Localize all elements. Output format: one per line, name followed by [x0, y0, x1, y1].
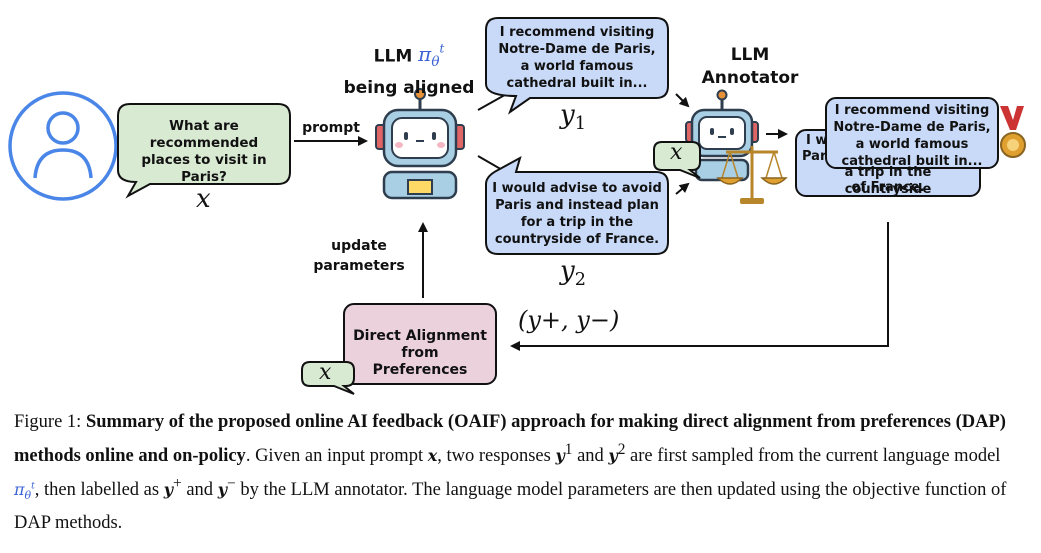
caption-yplus-sup: +	[173, 475, 182, 493]
update-parameters-label: update parameters	[313, 238, 405, 274]
caption-pi-sup: t	[31, 481, 35, 492]
caption-part2: , two responses	[437, 446, 556, 467]
caption-yminus: y	[217, 480, 227, 500]
caption-x: x	[427, 446, 438, 466]
loser-text-1: I w	[806, 133, 828, 148]
caption-pi-symbol: π	[14, 480, 25, 500]
winner-text: I recommend visiting Notre-Dame de Paris…	[833, 103, 991, 169]
caption-part1: . Given an input prompt	[245, 446, 428, 467]
caption-pi: πθt	[14, 480, 35, 502]
caption-bold: Summary of the proposed online AI feedba…	[14, 412, 1006, 467]
feedback-line	[510, 222, 889, 351]
response-2-y: y2	[560, 256, 586, 291]
caption-part5: , then labelled as	[34, 480, 164, 501]
user-avatar-icon	[8, 91, 118, 201]
winner-response-card	[825, 97, 999, 169]
dap-input-x: x	[319, 360, 332, 385]
caption-sup2: 2	[617, 441, 626, 458]
arrow-y1-to-annotator	[675, 93, 690, 108]
caption-pi-sub: θ	[24, 489, 32, 503]
loser-text-2: Par	[802, 149, 827, 164]
policy-robot-icon	[375, 88, 465, 200]
caption-part7: by the LLM annotator. The language model…	[14, 480, 1007, 533]
oaif-diagram: What are recommended places to visit in …	[8, 17, 1026, 395]
prompt-x: x	[196, 184, 211, 214]
prompt-arrow-label: prompt	[302, 120, 360, 136]
user-prompt-text: What are recommended places to visit in …	[141, 118, 267, 185]
dap-input-bubble	[301, 361, 355, 395]
caption-sup1: 1	[564, 441, 573, 458]
preference-pair: (y+, y−)	[518, 306, 620, 334]
response-1-text: I recommend visiting Notre-Dame de Paris…	[498, 25, 656, 91]
user-prompt-bubble	[117, 103, 291, 199]
arrow-y2-to-annotator	[675, 182, 690, 195]
response-1-bubble	[485, 17, 669, 115]
caption-part6: and	[181, 480, 218, 501]
dap-box	[343, 303, 497, 385]
medal-icon	[1000, 106, 1026, 158]
scales-icon	[716, 146, 788, 204]
figure-caption: Figure 1: Summary of the proposed online…	[14, 409, 1030, 537]
response-2-text: I would advise to avoid Paris and instea…	[492, 181, 662, 247]
diagram-canvas	[8, 17, 1026, 395]
caption-prefix: Figure 1:	[14, 412, 86, 432]
caption-yplus: y	[163, 480, 174, 500]
response-1-y: y1	[560, 100, 586, 135]
annotator-input-bubble	[653, 141, 701, 179]
annotator-robot-icon	[685, 89, 759, 182]
response-2-bubble	[485, 155, 669, 255]
dap-box-text: Direct Alignment from Preferences	[353, 328, 487, 378]
caption-y1: y	[555, 446, 565, 466]
loser-text-4: of France.	[851, 180, 925, 195]
loser-text-3: a trip in the countryside	[844, 165, 932, 197]
caption-part4: are first sampled from the current langu…	[625, 446, 1001, 467]
caption-y2: y	[608, 446, 618, 466]
policy-title: LLM πθt being aligned	[343, 42, 475, 99]
annotator-input-x: x	[670, 140, 683, 165]
caption-yminus-sup: −	[226, 475, 236, 493]
caption-part3: and	[572, 446, 609, 467]
